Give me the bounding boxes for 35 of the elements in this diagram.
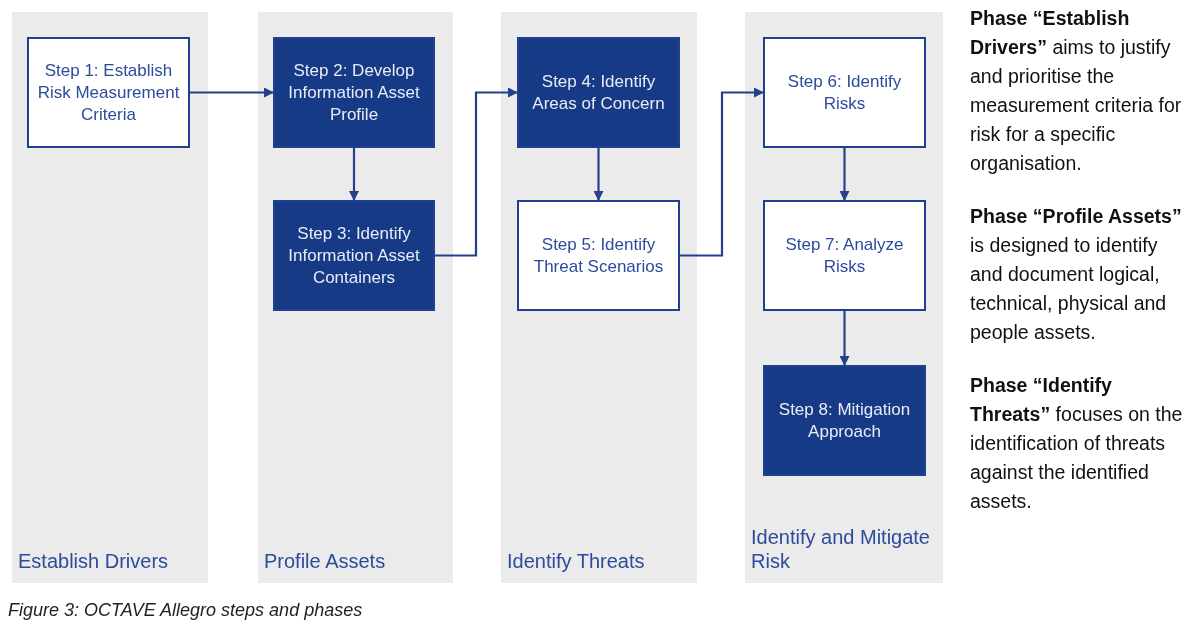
step-label: Step 4: Identify Areas of Concern: [531, 70, 666, 115]
step-box: [273, 200, 435, 311]
step-box: [763, 37, 926, 148]
phase-band: [745, 12, 943, 583]
arrow: [593, 148, 604, 201]
arrow: [435, 87, 518, 257]
arrow: [190, 87, 274, 98]
arrow: [349, 148, 359, 201]
arrow: [839, 148, 850, 201]
step-box: [763, 365, 926, 476]
phase-description: Phase “Establish Drivers” aims to justify and prioritise the measurement criteria for risk for a specific organisation.: [970, 6, 1183, 176]
phase-description: Phase “Profile Assets” is designed to identify and document logical, technical, physical and people assets.: [970, 204, 1183, 345]
step-box: [27, 37, 190, 148]
step-label: Step 6: Identify Risks: [786, 70, 903, 115]
step-label: Step 1: Establish Risk Measurement Criteria: [37, 59, 180, 126]
phase-label: Identify Threats: [507, 549, 646, 573]
step-box: [517, 37, 680, 148]
phase-label: Profile Assets: [264, 549, 387, 573]
phase-band: [258, 12, 453, 583]
arrow: [680, 87, 764, 257]
phase-band: [501, 12, 697, 583]
step-label: Step 5: Identify Threat Scenarios: [532, 233, 665, 278]
step-label: Step 8: Mitigation Approach: [777, 398, 912, 443]
phase-label: Establish Drivers: [18, 549, 170, 573]
phase-description: Phase “Identify Threats” focuses on the identification of threats against the identified assets.: [970, 373, 1184, 514]
step-box: [273, 37, 435, 148]
arrow: [839, 311, 850, 366]
step-label: Step 3: Identify Information Asset Containers: [287, 222, 421, 289]
step-box: [763, 200, 926, 311]
phase-band: [12, 12, 208, 583]
step-label: Step 7: Analyze Risks: [784, 233, 905, 278]
step-box: [517, 200, 680, 311]
figure-caption: Figure 3: OCTAVE Allegro steps and phases: [8, 600, 363, 621]
step-label: Step 2: Develop Information Asset Profile: [287, 59, 421, 126]
phase-label: Identify and Mitigate Risk: [751, 525, 931, 573]
